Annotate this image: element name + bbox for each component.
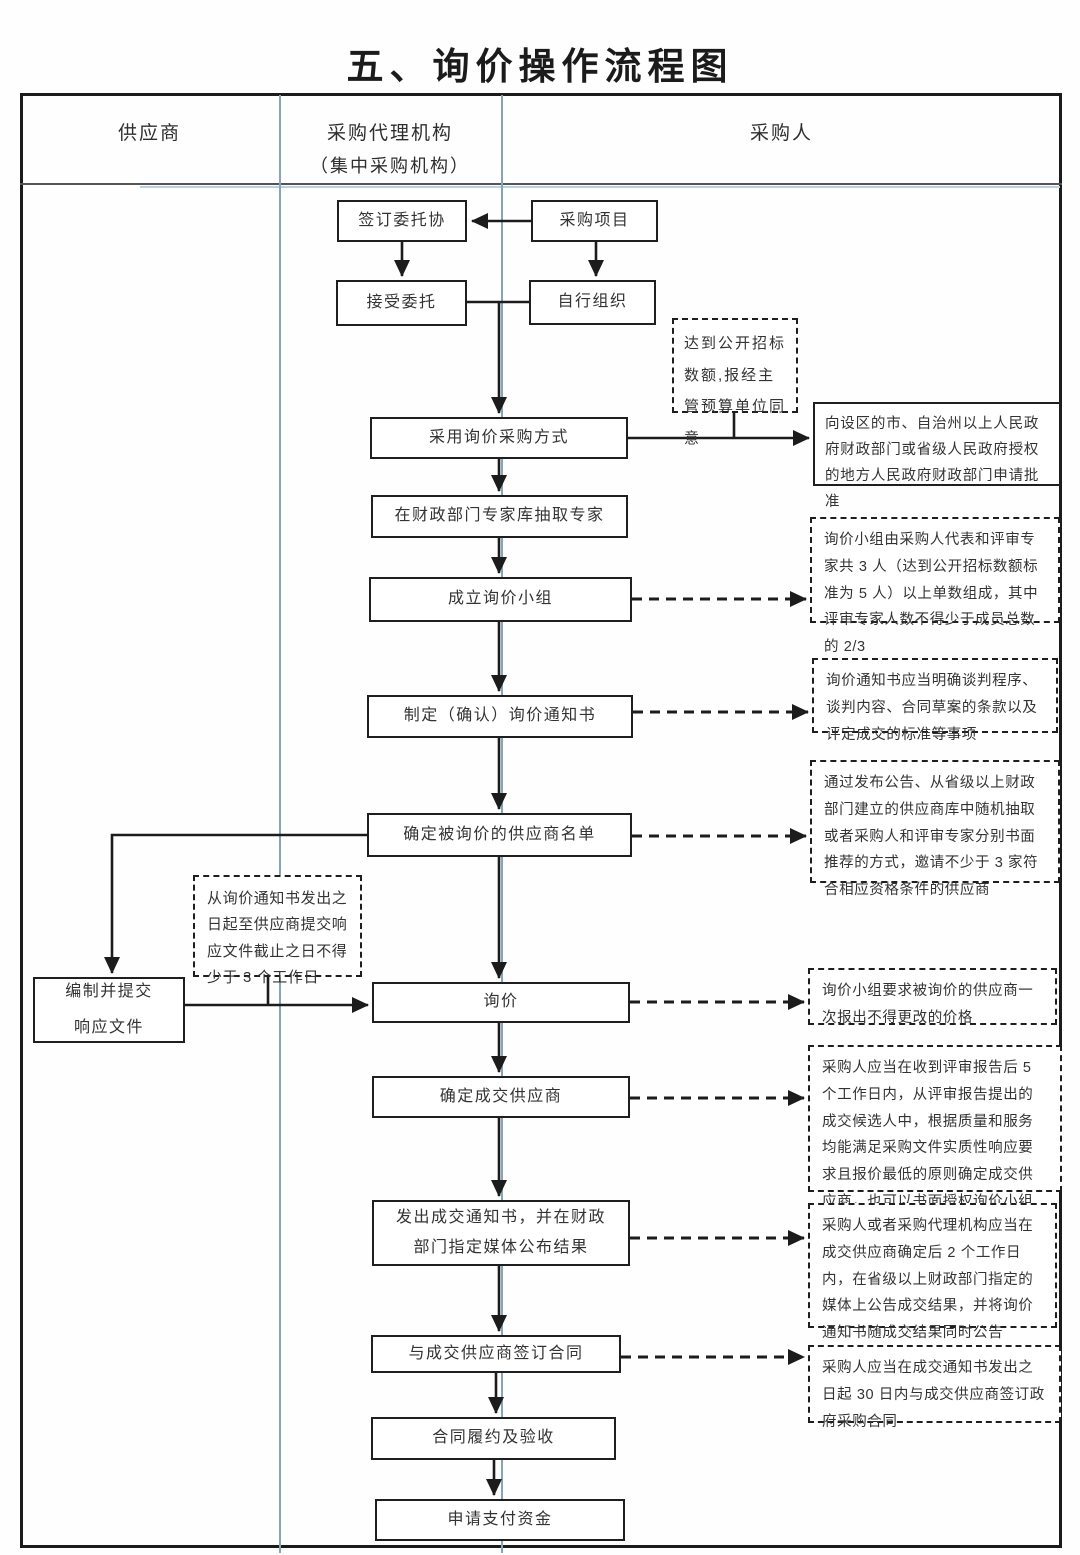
lane-header-purchaser-label: 采购人 — [749, 123, 813, 144]
node-supplier-list: 确定被询价的供应商名单 — [367, 813, 632, 857]
node-prepare-response-line1: 编制并提交 — [65, 983, 153, 1000]
note-contract-deadline: 采购人应当在成交通知书发出之日起 30 日内与成交供应商签订政府采购合同 — [808, 1345, 1061, 1430]
lane-header-supplier: 供应商 — [20, 118, 279, 145]
node-sign-agreement: 签订委托协 — [337, 200, 467, 242]
node-issue-award-notice: 发出成交通知书，并在财政部门指定媒体公布结果 — [372, 1200, 630, 1266]
node-request-payment: 申请支付资金 — [375, 1499, 625, 1541]
node-form-inquiry-team: 成立询价小组 — [369, 577, 632, 622]
node-apply-approval: 向设区的市、自治州以上人民政府财政部门或省级人民政府授权的地方人民政府财政部门申… — [813, 402, 1061, 510]
node-accept-entrustment: 接受委托 — [336, 280, 467, 326]
note-team-composition: 询价小组由采购人代表和评审专家共 3 人（达到公开招标数额标准为 5 人）以上单… — [810, 517, 1060, 655]
note-one-time-quote: 询价小组要求被询价的供应商一次报出不得更改的价格 — [808, 968, 1057, 1026]
node-contract-acceptance: 合同履约及验收 — [371, 1417, 616, 1460]
flowchart-frame — [20, 93, 1062, 1548]
node-procurement-project: 采购项目 — [531, 200, 658, 242]
node-extract-experts: 在财政部门专家库抽取专家 — [371, 495, 628, 538]
header-separator-accent — [140, 186, 1060, 188]
node-self-organize: 自行组织 — [529, 280, 656, 325]
lane-header-agency: 采购代理机构 （集中采购机构） — [279, 118, 501, 178]
note-winner-determination: 采购人应当在收到评审报告后 5 个工作日内，从评审报告提出的成交候选人中，根据质… — [808, 1045, 1062, 1237]
lane-header-purchaser: 采购人 — [501, 118, 1062, 145]
lane-header-agency-label: 采购代理机构 — [326, 123, 453, 144]
note-supplier-selection: 通过发布公告、从省级以上财政部门建立的供应商库中随机抽取或者采购人和评审专家分别… — [810, 760, 1060, 898]
header-separator — [20, 183, 1062, 185]
node-prepare-response-line2: 响应文件 — [73, 1019, 144, 1036]
node-inquiry: 询价 — [372, 982, 630, 1023]
node-determine-winner: 确定成交供应商 — [372, 1076, 630, 1118]
lane-header-supplier-label: 供应商 — [117, 123, 181, 144]
lane-divider-1 — [279, 95, 281, 1553]
lane-header-agency-sublabel: （集中采购机构） — [310, 156, 470, 176]
node-sign-contract: 与成交供应商签订合同 — [371, 1335, 621, 1373]
note-bid-threshold: 达到公开招标数额,报经主管预算单位同意 — [672, 318, 798, 447]
page-title: 五、询价操作流程图 — [346, 47, 734, 88]
note-result-announcement: 采购人或者采购代理机构应当在成交供应商确定后 2 个工作日内，在省级以上财政部门… — [808, 1203, 1057, 1341]
note-min-working-days: 从询价通知书发出之日起至供应商提交响应文件截止之日不得少于 3 个工作日 — [193, 875, 362, 986]
note-notice-content: 询价通知书应当明确谈判程序、谈判内容、合同草案的条款以及评定成交的标准等事项 — [812, 658, 1058, 743]
node-draft-inquiry-notice: 制定（确认）询价通知书 — [367, 695, 633, 738]
node-prepare-response: 编制并提交 响应文件 — [33, 977, 185, 1043]
node-adopt-inquiry-method: 采用询价采购方式 — [370, 417, 628, 459]
